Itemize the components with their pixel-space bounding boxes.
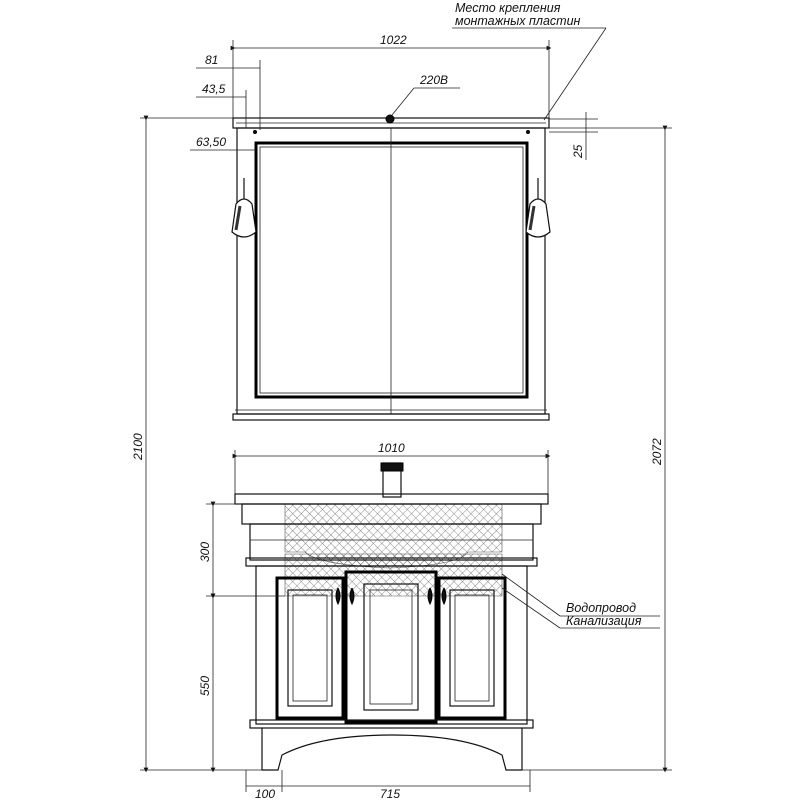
label-mount-line1: Место крепления bbox=[455, 1, 561, 15]
label-sewer: Канализация bbox=[566, 614, 642, 628]
dim-550: 550 bbox=[198, 676, 212, 696]
dim-43-5: 43,5 bbox=[202, 82, 226, 96]
dim-300: 300 bbox=[198, 542, 212, 562]
dim-mirror-top-height: 2072 bbox=[650, 438, 664, 466]
dim-mirror-width: 1022 bbox=[380, 33, 407, 47]
dim-100: 100 bbox=[255, 787, 275, 800]
dim-63-50: 63,50 bbox=[196, 135, 226, 149]
label-water: Водопровод bbox=[566, 601, 636, 615]
vanity bbox=[234, 462, 549, 771]
left-lamp-icon bbox=[231, 178, 257, 238]
dim-25: 25 bbox=[571, 144, 585, 159]
label-mount-line2: монтажных пластин bbox=[455, 14, 581, 28]
mirror bbox=[232, 114, 550, 421]
right-lamp-icon bbox=[525, 178, 551, 238]
dim-vanity-width: 1010 bbox=[378, 441, 405, 455]
dim-715: 715 bbox=[380, 787, 400, 800]
dim-total-height: 2100 bbox=[131, 433, 145, 461]
power-point-icon bbox=[385, 114, 395, 124]
dim-220v: 220В bbox=[419, 73, 448, 87]
dimension-lines bbox=[140, 27, 672, 792]
dim-81: 81 bbox=[205, 53, 218, 67]
